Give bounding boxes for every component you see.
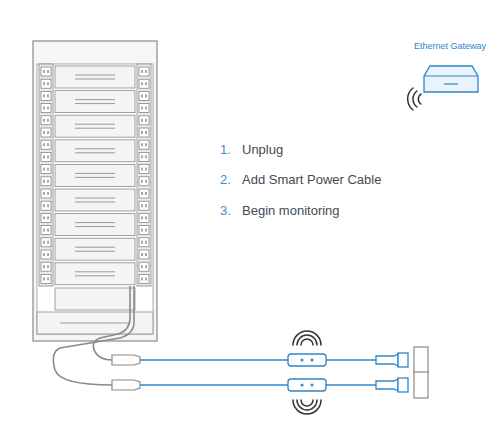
gateway-icon: [424, 66, 478, 92]
step-text: Begin monitoring: [242, 203, 340, 219]
step-number: 1.: [220, 142, 231, 158]
power-cables: [53, 286, 134, 385]
step-text: Add Smart Power Cable: [242, 172, 381, 188]
smart-power-cables: [112, 347, 428, 398]
step-number: 3.: [220, 203, 231, 219]
gateway-node: Ethernet Gateway: [414, 41, 486, 51]
wireless-signal: [293, 88, 421, 414]
device-label: Ethernet Gateway: [414, 41, 486, 51]
step-text: Unplug: [242, 142, 283, 158]
step-number: 2.: [220, 172, 231, 188]
server-rack: [33, 41, 157, 341]
